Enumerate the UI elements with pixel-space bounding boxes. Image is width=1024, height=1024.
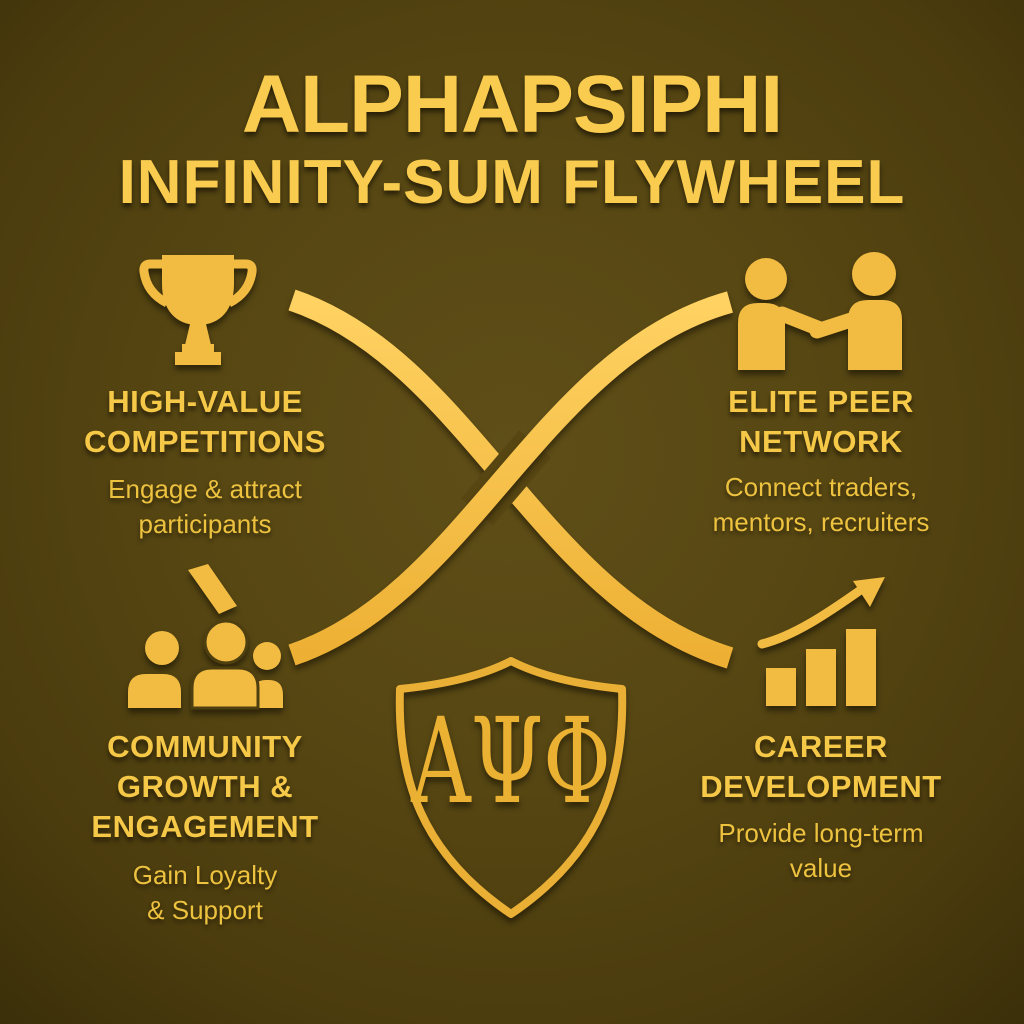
subtitle-line: participants: [138, 509, 272, 539]
title-line: ELITE PEER: [728, 384, 914, 419]
page-title: ALPHAPSIPHI INFINITY-SUM FLYWHEEL: [0, 64, 1024, 214]
title-line: GROWTH &: [116, 769, 294, 804]
node-subtitle-high-value-competitions: Engage & attract participants: [35, 472, 375, 542]
node-title-community-growth-engagement: COMMUNITY GROWTH & ENGAGEMENT: [40, 727, 370, 847]
node-title-career-development: CAREER DEVELOPMENT: [656, 727, 986, 807]
shield-icon: ΑΨΦ: [392, 650, 630, 922]
node-subtitle-community-growth-engagement: Gain Loyalty & Support: [35, 858, 375, 928]
loop-crossing-gap: [461, 430, 551, 526]
node-subtitle-elite-peer-network: Connect traders, mentors, recruiters: [651, 470, 991, 540]
subtitle-line: Provide long-term: [718, 818, 924, 848]
title-line: CAREER: [754, 729, 888, 764]
subtitle-line: Connect traders,: [724, 472, 918, 502]
shield-outline: [395, 657, 627, 918]
subtitle-line: Gain Loyalty: [132, 860, 278, 890]
handshake-people-icon: [730, 244, 905, 374]
subtitle-line: Engage & attract: [108, 474, 302, 504]
title-line: ENGAGEMENT: [91, 809, 319, 844]
node-subtitle-career-development: Provide long-term value: [651, 816, 991, 886]
greek-letters: ΑΨΦ: [410, 693, 611, 831]
title-line: COMPETITIONS: [84, 424, 326, 459]
title-line: COMMUNITY: [107, 729, 303, 764]
title-line: HIGH-VALUE: [107, 384, 303, 419]
node-title-elite-peer-network: ELITE PEER NETWORK: [656, 382, 986, 462]
title-line: NETWORK: [739, 424, 903, 459]
title-line-2: INFINITY-SUM FLYWHEEL: [118, 148, 906, 217]
title-line: DEVELOPMENT: [700, 769, 942, 804]
subtitle-line: value: [789, 853, 853, 883]
node-title-high-value-competitions: HIGH-VALUE COMPETITIONS: [40, 382, 370, 462]
trophy-icon: [139, 248, 257, 374]
community-group-icon: [116, 556, 291, 710]
subtitle-line: & Support: [147, 895, 263, 925]
title-line-1: ALPHAPSIPHI: [241, 59, 783, 150]
growth-bar-chart-icon: [756, 574, 890, 712]
subtitle-line: mentors, recruiters: [712, 507, 930, 537]
